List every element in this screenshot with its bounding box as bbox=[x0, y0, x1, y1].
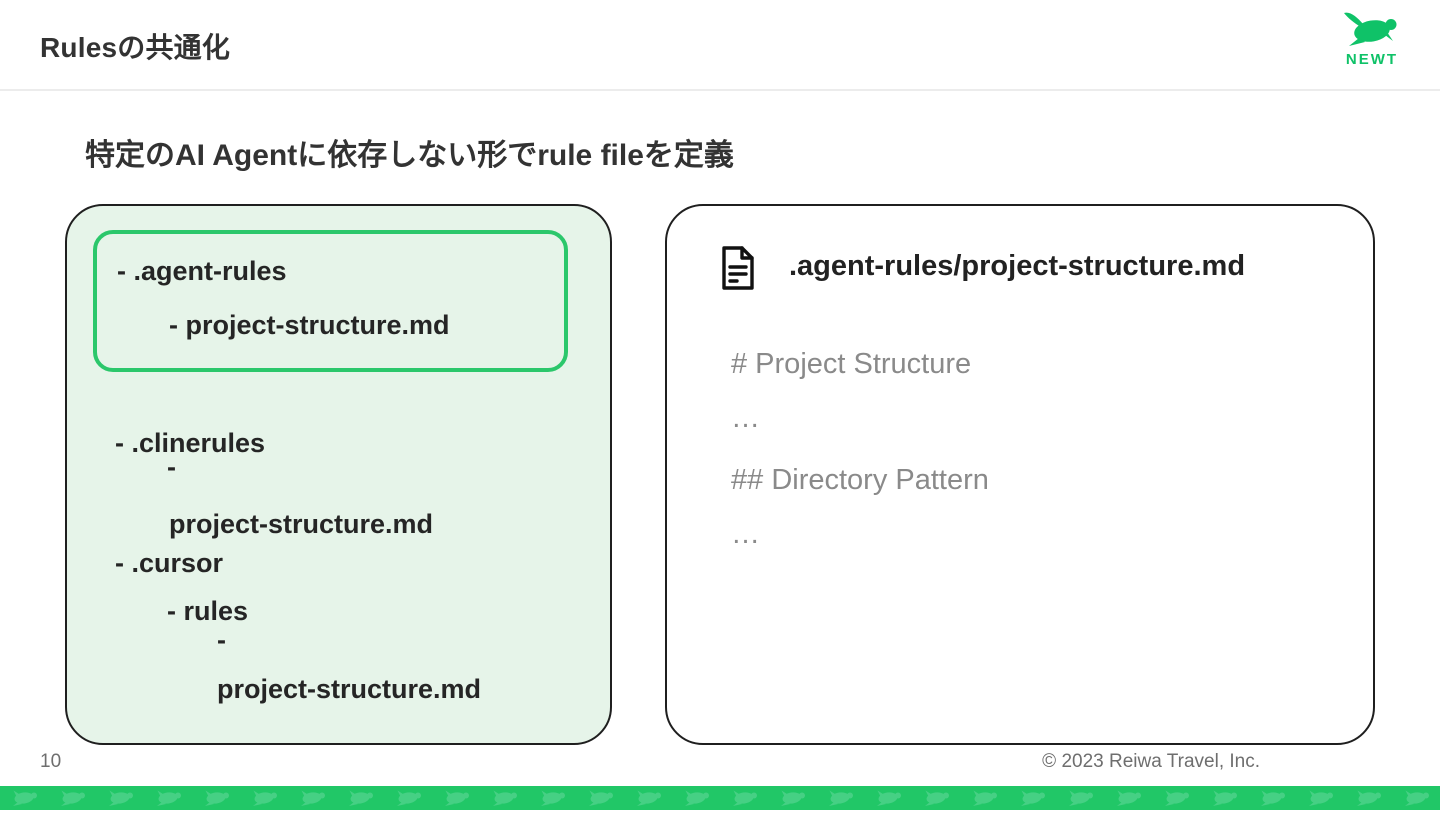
newt-logo-text: NEWT bbox=[1345, 51, 1399, 68]
markdown-ellipsis: … bbox=[731, 518, 760, 550]
file-path-title: .agent-rules/project-structure.md bbox=[789, 250, 1246, 282]
file-tree-panel: - .agent-rules - project-structure.md - … bbox=[65, 204, 612, 745]
turtle-pattern-svg bbox=[13, 790, 1429, 806]
tree-item-project-structure: project-structure.md bbox=[169, 509, 434, 539]
file-preview-panel: .agent-rules/project-structure.md # Proj… bbox=[665, 204, 1375, 745]
agent-rules-highlight-box: - .agent-rules - project-structure.md bbox=[93, 230, 568, 372]
page-number: 10 bbox=[40, 751, 62, 772]
tree-item-dash: - bbox=[167, 452, 176, 482]
document-icon bbox=[719, 243, 757, 298]
markdown-ellipsis: … bbox=[731, 402, 760, 434]
tree-item-rules: - rules bbox=[167, 596, 249, 626]
tree-item-project-structure: - project-structure.md bbox=[169, 310, 450, 340]
markdown-heading-2: ## Directory Pattern bbox=[731, 464, 989, 496]
slide-subtitle: 特定のAI Agentに依存しない形でrule fileを定義 bbox=[85, 139, 734, 172]
copyright-text: © 2023 Reiwa Travel, Inc. bbox=[1042, 751, 1260, 772]
footer-turtle-bar bbox=[0, 786, 1440, 810]
markdown-heading-1: # Project Structure bbox=[731, 348, 972, 380]
newt-logo: NEWT bbox=[1336, 8, 1408, 68]
header-divider bbox=[0, 89, 1440, 91]
tree-item-cursor: - .cursor bbox=[115, 548, 224, 578]
page-title: Rulesの共通化 bbox=[40, 32, 231, 63]
tree-item-agent-rules: - .agent-rules bbox=[117, 256, 287, 286]
tree-item-dash: - bbox=[217, 625, 226, 655]
turtle-icon bbox=[1344, 12, 1397, 46]
tree-item-clinerules: - .clinerules bbox=[115, 428, 266, 458]
tree-item-project-structure: project-structure.md bbox=[217, 674, 482, 704]
